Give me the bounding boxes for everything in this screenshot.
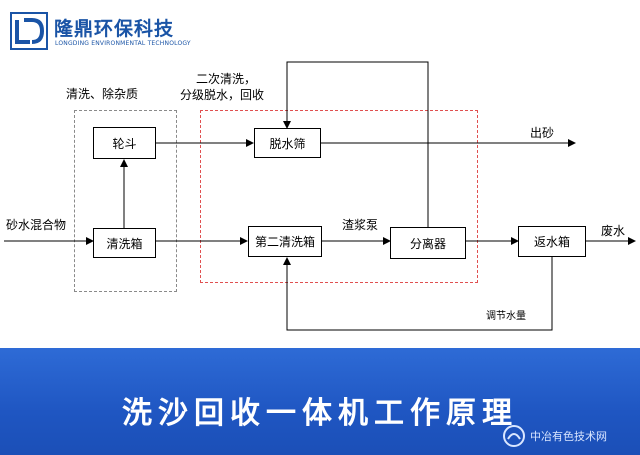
adjust-water-label: 调节水量 [486, 311, 526, 322]
arrow-return-loop [283, 257, 553, 331]
waste-water-label: 废水 [601, 224, 626, 238]
stage2-note-line1: 二次清洗， [196, 72, 257, 86]
stage2-note-line2: 分级脱水，回收 [180, 88, 265, 102]
source-text: 中冶有色技术网 [530, 430, 607, 443]
title-banner: 洗沙回收一体机工作原理 [0, 348, 640, 455]
logo-name-en: LONGDING ENVIRONMENTAL TECHNOLOGY [55, 40, 191, 47]
logo-mark-icon [10, 12, 48, 50]
banner-title: 洗沙回收一体机工作原理 [122, 396, 518, 431]
source-logo-icon [503, 425, 525, 447]
slurry-pump-label: 渣浆泵 [342, 218, 379, 232]
company-logo: 隆鼎环保科技 LONGDING ENVIRONMENTAL TECHNOLOGY [10, 10, 191, 54]
return-tank-box: 返水箱 [518, 226, 586, 257]
bucket-wheel-box: 轮斗 [93, 127, 156, 159]
second-washing-tank-box: 第二清洗箱 [248, 226, 322, 257]
washing-tank-box: 清洗箱 [93, 228, 156, 258]
dewatering-screen-box: 脱水筛 [254, 128, 321, 158]
logo-name-cn: 隆鼎环保科技 [54, 18, 175, 40]
separator-box: 分离器 [390, 227, 466, 259]
input-label: 砂水混合物 [6, 218, 67, 232]
stage1-region [74, 110, 177, 292]
arrow-separator-to-screen [283, 61, 429, 227]
flow-connectors [4, 61, 636, 331]
stage2-region [200, 110, 478, 283]
stage1-note: 清洗、除杂质 [66, 87, 139, 101]
sand-out-label: 出砂 [530, 126, 555, 140]
